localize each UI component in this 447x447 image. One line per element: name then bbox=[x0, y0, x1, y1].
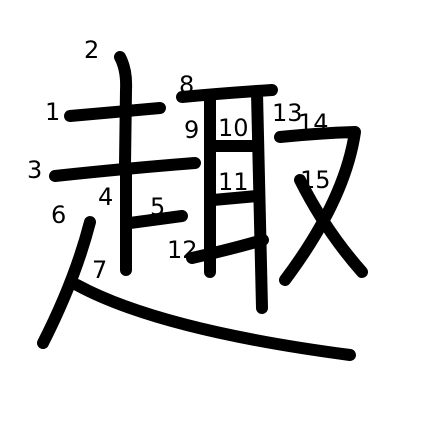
stroke-number-11: 11 bbox=[218, 168, 249, 196]
stroke-6 bbox=[37, 216, 96, 349]
stroke-number-14: 14 bbox=[298, 109, 329, 137]
stroke-number-13: 13 bbox=[272, 99, 303, 127]
stroke-number-12: 12 bbox=[167, 236, 198, 264]
stroke-2 bbox=[114, 51, 133, 171]
stroke-number-7: 7 bbox=[92, 256, 107, 284]
stroke-number-5: 5 bbox=[150, 193, 165, 221]
stroke-12 bbox=[207, 190, 263, 206]
stroke-number-1: 1 bbox=[45, 98, 60, 126]
stroke-number-8: 8 bbox=[179, 71, 194, 99]
stroke-number-labels: 1 2 3 4 5 6 7 8 9 10 11 12 13 14 15 bbox=[27, 36, 331, 284]
stroke-number-4: 4 bbox=[98, 183, 113, 211]
stroke-number-3: 3 bbox=[27, 156, 42, 184]
stroke-5 bbox=[124, 210, 188, 229]
stroke-number-15: 15 bbox=[300, 166, 331, 194]
stroke-1 bbox=[64, 102, 166, 122]
stroke-number-10: 10 bbox=[218, 114, 249, 142]
character-strokes bbox=[37, 51, 368, 361]
stroke-number-6: 6 bbox=[51, 201, 66, 229]
stroke-12-rise bbox=[186, 234, 269, 264]
stroke-8 bbox=[176, 84, 278, 103]
stroke-7 bbox=[71, 279, 356, 361]
stroke-number-2: 2 bbox=[84, 36, 99, 64]
stroke-15 bbox=[294, 174, 368, 278]
stroke-13-14 bbox=[274, 126, 361, 286]
stroke-number-9: 9 bbox=[184, 116, 199, 144]
